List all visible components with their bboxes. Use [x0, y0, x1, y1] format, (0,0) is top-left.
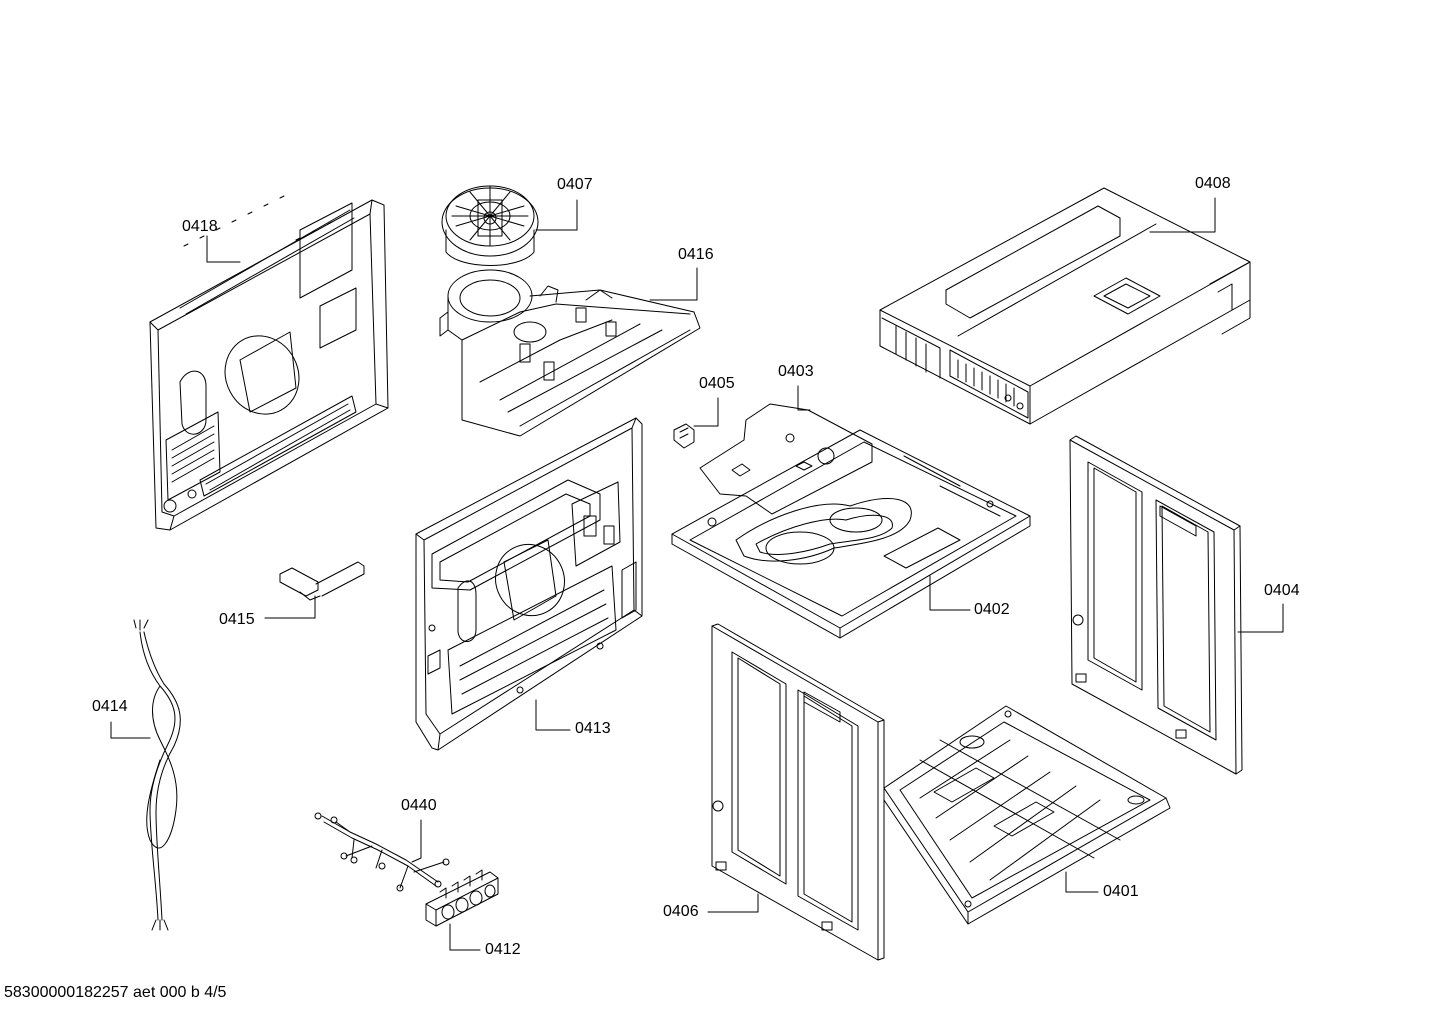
part-label-0405: 0405	[699, 375, 735, 392]
leader-0406	[708, 894, 758, 912]
part-label-0414: 0414	[92, 698, 128, 715]
part-label-0402: 0402	[974, 601, 1010, 618]
part-0406-left-side-panel	[712, 624, 884, 960]
leader-0405	[694, 398, 718, 426]
leader-0403	[798, 386, 810, 410]
part-label-0440: 0440	[401, 797, 437, 814]
leader-0401	[1066, 872, 1098, 892]
document-id-footer: 58300000182257 aet 000 b 4/5	[4, 984, 227, 1001]
leader-0407	[536, 200, 577, 230]
part-0403-baffle-plate	[700, 404, 872, 514]
part-0402-bottom-heater-plate	[672, 430, 1030, 638]
part-0414-power-cable	[134, 620, 180, 930]
part-0404-right-side-panel	[1070, 436, 1242, 774]
part-0413-back-panel	[416, 418, 642, 750]
part-0405-clip	[674, 424, 694, 448]
leader-0416	[650, 268, 697, 300]
part-label-0412: 0412	[485, 941, 521, 958]
part-0407-fan-wheel	[442, 186, 538, 266]
part-label-0415: 0415	[219, 611, 255, 628]
leader-0408	[1150, 198, 1215, 232]
part-label-0413: 0413	[575, 720, 611, 737]
part-0415-sensor-bracket	[280, 562, 364, 600]
part-0408-top-cover	[880, 188, 1250, 424]
leader-0404	[1238, 604, 1283, 632]
part-0401-bottom-tray	[884, 706, 1170, 924]
part-label-0404: 0404	[1264, 582, 1300, 599]
part-0412-terminal-block	[426, 870, 498, 926]
part-label-0407: 0407	[557, 176, 593, 193]
leader-0413	[536, 700, 570, 730]
leader-lines	[111, 198, 1283, 950]
part-0418-rear-wall-panel	[150, 196, 388, 530]
part-label-0401: 0401	[1103, 883, 1139, 900]
part-label-0416: 0416	[678, 246, 714, 263]
leader-0418	[207, 236, 240, 262]
leader-0412	[450, 924, 480, 950]
part-0416-fan-housing	[440, 270, 700, 436]
part-label-0406: 0406	[663, 903, 699, 920]
leader-0440	[412, 820, 421, 862]
leader-0414	[111, 722, 150, 738]
part-0440-wiring-harness	[315, 813, 449, 891]
part-label-0403: 0403	[778, 363, 814, 380]
part-label-0408: 0408	[1195, 175, 1231, 192]
part-label-0418: 0418	[182, 218, 218, 235]
leader-0415	[265, 596, 315, 618]
leader-0402	[930, 576, 970, 610]
